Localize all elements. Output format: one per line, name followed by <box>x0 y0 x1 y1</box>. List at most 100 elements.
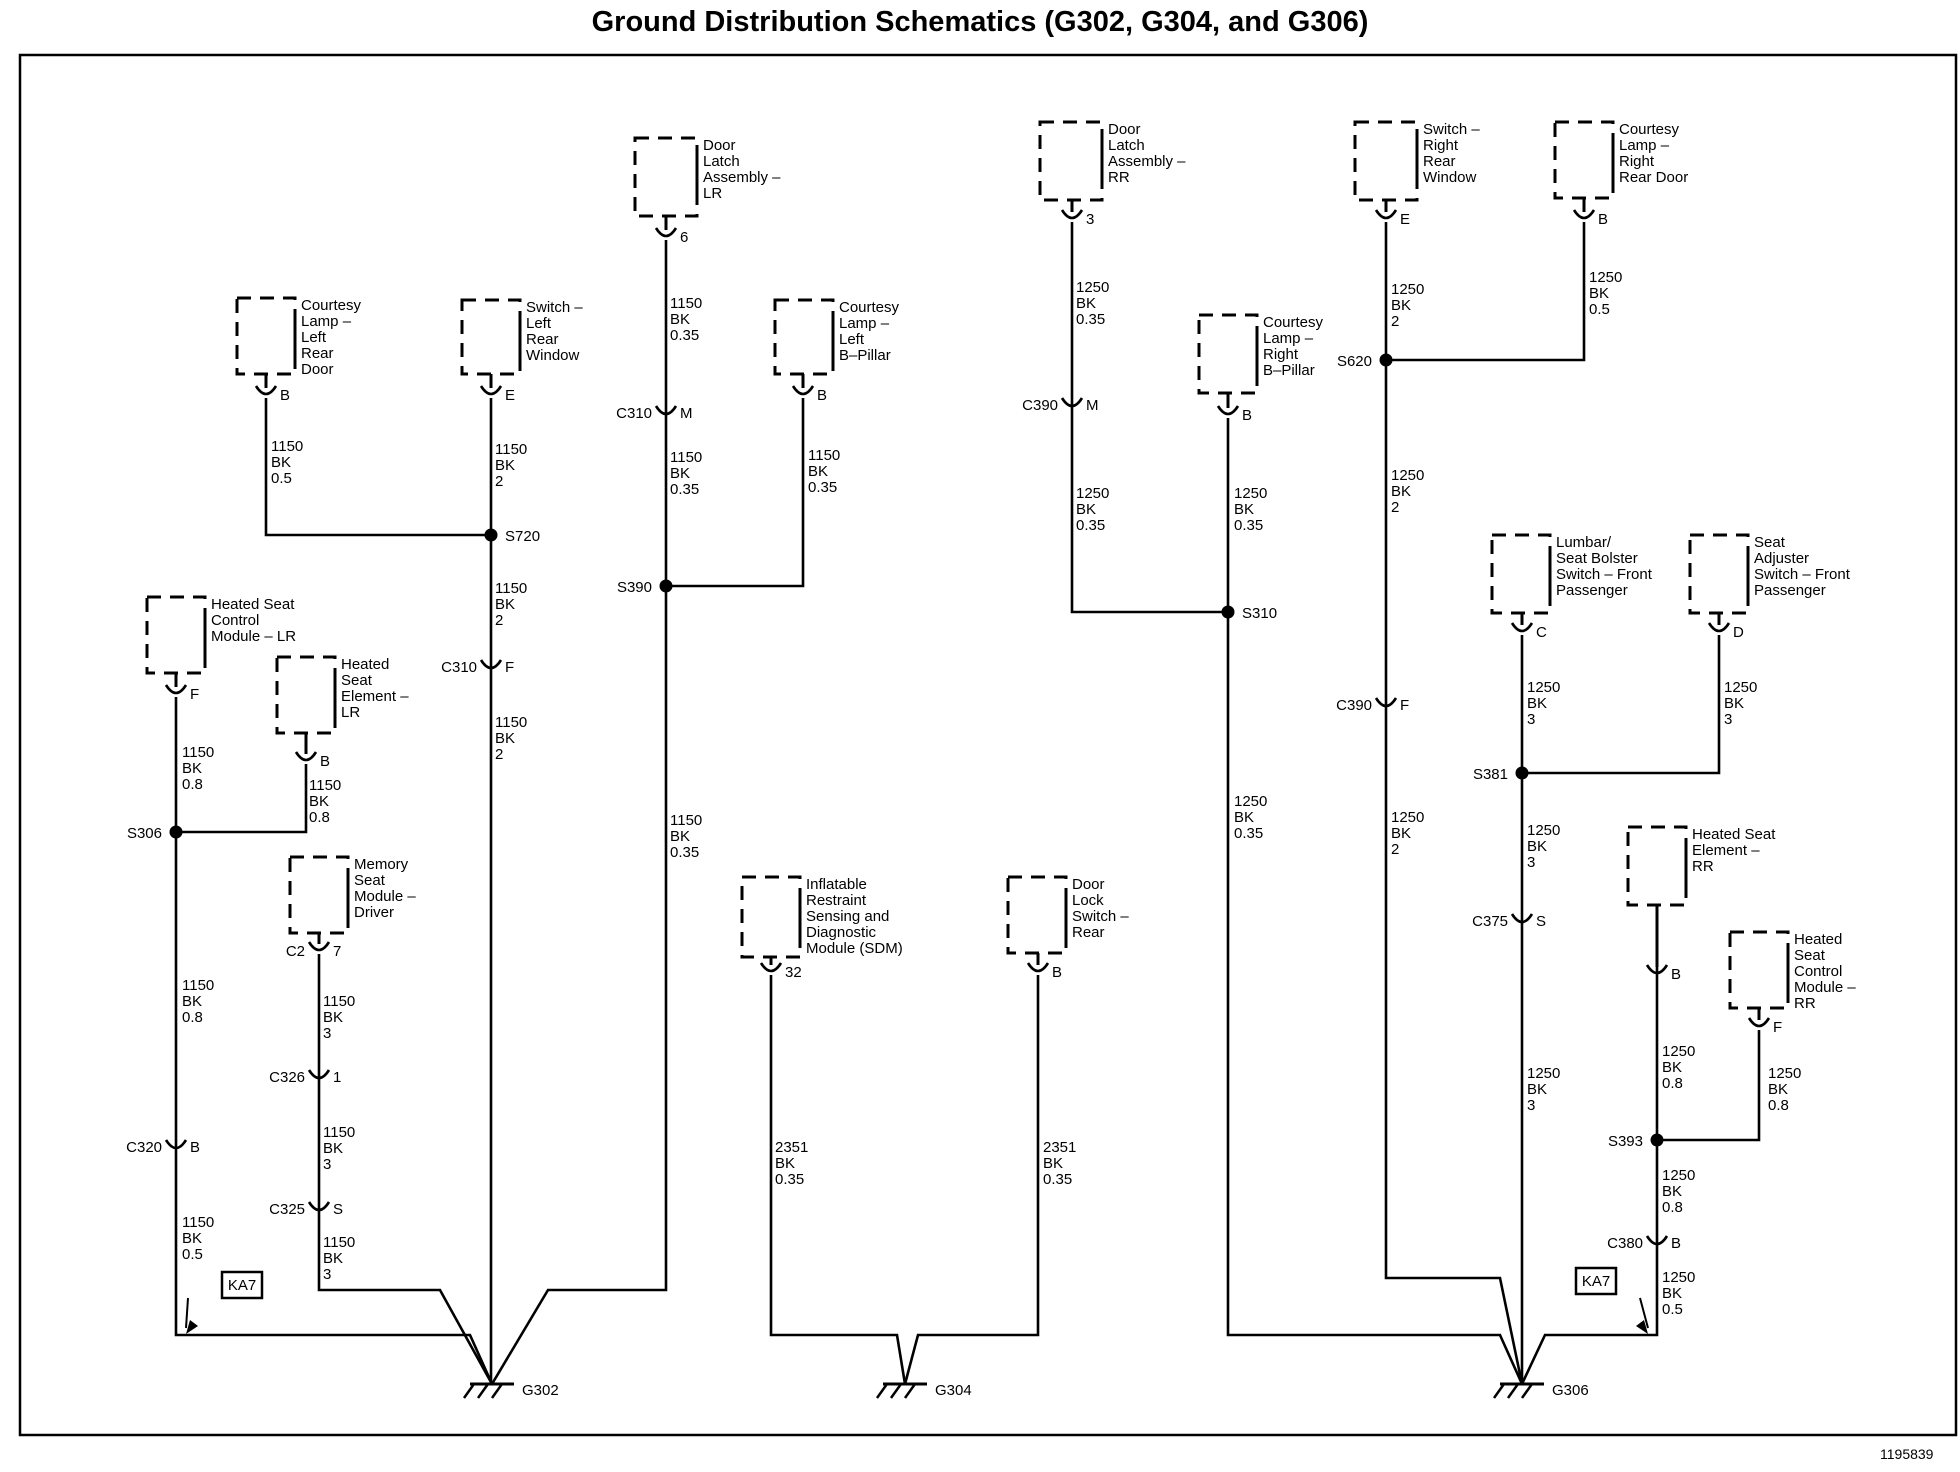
wire-annotation: BK <box>670 311 690 328</box>
ground-hatch <box>903 1383 917 1399</box>
component-box-courtesy-right-rear-door <box>1553 120 1615 200</box>
connector-name: C310 <box>441 659 477 676</box>
splice-dot <box>169 825 183 839</box>
component-label: RR <box>1692 858 1714 875</box>
wire-annotation: 0.8 <box>309 809 330 826</box>
reference-arrowhead <box>1636 1320 1648 1334</box>
pin-label: F <box>1773 1019 1782 1036</box>
pin-label: E <box>505 387 515 404</box>
connector-pin: S <box>333 1201 343 1218</box>
component-label: Right <box>1619 153 1655 170</box>
wire-annotation: BK <box>1043 1155 1063 1172</box>
component-label: Heated Seat <box>1692 826 1776 843</box>
pin-label: 32 <box>785 964 802 981</box>
connector-symbol <box>654 405 678 416</box>
connector-symbol <box>1374 697 1398 708</box>
wire-annotation: 3 <box>1527 711 1535 728</box>
ground-hatch <box>1520 1383 1534 1399</box>
wire-segment <box>666 398 805 588</box>
wire-annotation: BK <box>1527 1081 1547 1098</box>
wire-annotation: BK <box>1662 1285 1682 1302</box>
pin-socket <box>307 941 331 952</box>
component-label: LR <box>341 704 360 721</box>
wire-annotation: BK <box>182 760 202 777</box>
component-label: Memory <box>354 856 409 873</box>
connector-symbol <box>164 1139 188 1150</box>
wire-annotation: 0.35 <box>1234 825 1263 842</box>
component-label: Passenger <box>1556 582 1628 599</box>
component-label: Heated <box>1794 931 1842 948</box>
wire-annotation: 0.35 <box>670 327 699 344</box>
component-box-heated-seat-control-lr <box>145 595 207 675</box>
wire-annotation: BK <box>1527 838 1547 855</box>
connector-name: C325 <box>269 1201 305 1218</box>
wire-annotation: BK <box>182 1230 202 1247</box>
component-label: B–Pillar <box>1263 362 1315 379</box>
pin-socket <box>1026 962 1050 973</box>
wire-annotation: 0.35 <box>670 481 699 498</box>
wire-segment <box>1384 360 1524 1385</box>
wire-annotation: 1250 <box>1076 485 1109 502</box>
wire-annotation: 1150 <box>495 580 527 597</box>
connector-pin: B <box>190 1139 200 1156</box>
component-label: Seat <box>1754 534 1786 551</box>
component-label: Latch <box>1108 137 1145 154</box>
ground-hatch <box>1492 1383 1506 1399</box>
connector-name: C380 <box>1607 1235 1643 1252</box>
component-label: Lamp – <box>301 313 352 330</box>
splice-label: S390 <box>617 579 652 596</box>
component-label: Lamp – <box>1619 137 1670 154</box>
component-label: Control <box>211 612 259 629</box>
component-label: Diagnostic <box>806 924 877 941</box>
wire-annotation: BK <box>1076 501 1096 518</box>
wire-segment <box>174 697 308 834</box>
wire-annotation: 1150 <box>808 447 840 464</box>
connector-name: C390 <box>1336 697 1372 714</box>
component-label: Inflatable <box>806 876 867 893</box>
wire-annotation: BK <box>495 596 515 613</box>
component-box-switch-right-rear-window <box>1353 120 1419 202</box>
wire-annotation: 0.35 <box>775 1171 804 1188</box>
wire-annotation: 3 <box>323 1025 331 1042</box>
wire-annotation: 1150 <box>670 449 702 466</box>
component-box-heated-seat-control-rr <box>1728 930 1790 1010</box>
pin-socket <box>1747 1017 1771 1028</box>
wire-annotation: 1150 <box>182 744 214 761</box>
pin-socket <box>1060 209 1084 220</box>
ground-hatch <box>1506 1383 1520 1399</box>
wire-annotation: BK <box>1076 295 1096 312</box>
wire-annotation: 2351 <box>775 1139 808 1156</box>
component-label: Door <box>1108 121 1141 138</box>
wire-annotation: BK <box>323 1140 343 1157</box>
pin-socket <box>1645 964 1669 975</box>
wire-annotation: 1150 <box>323 1124 355 1141</box>
wire-segment <box>490 240 668 1385</box>
symbols-layer <box>145 120 1790 1399</box>
wire-annotation: 1150 <box>309 777 341 794</box>
component-label: Courtesy <box>1619 121 1680 138</box>
wire-annotation: 0.5 <box>271 470 292 487</box>
wire-annotation: 1250 <box>1662 1043 1695 1060</box>
ground-label: G306 <box>1552 1382 1589 1399</box>
wire-annotation: BK <box>670 465 690 482</box>
component-label: Heated Seat <box>211 596 295 613</box>
wire-annotation: 1150 <box>495 714 527 731</box>
wire-annotation: 1250 <box>1234 793 1267 810</box>
wire-annotation: BK <box>495 730 515 747</box>
connector-symbol <box>1510 913 1534 924</box>
wire-annotation: BK <box>1724 695 1744 712</box>
component-label: Door <box>1072 876 1105 893</box>
wire-annotation: 3 <box>323 1266 331 1283</box>
pin-socket <box>1510 622 1534 633</box>
wire-segment <box>1520 1140 1659 1385</box>
component-label: Module (SDM) <box>806 940 903 957</box>
wire-annotation: 1250 <box>1391 809 1424 826</box>
component-box-seat-adjuster-front-passenger <box>1688 533 1750 615</box>
wire-segment <box>1226 612 1524 1385</box>
component-label: Window <box>526 347 580 364</box>
component-box-courtesy-right-b-pillar <box>1197 313 1259 395</box>
component-label: LR <box>703 185 722 202</box>
wire-annotation: 0.8 <box>1768 1097 1789 1114</box>
